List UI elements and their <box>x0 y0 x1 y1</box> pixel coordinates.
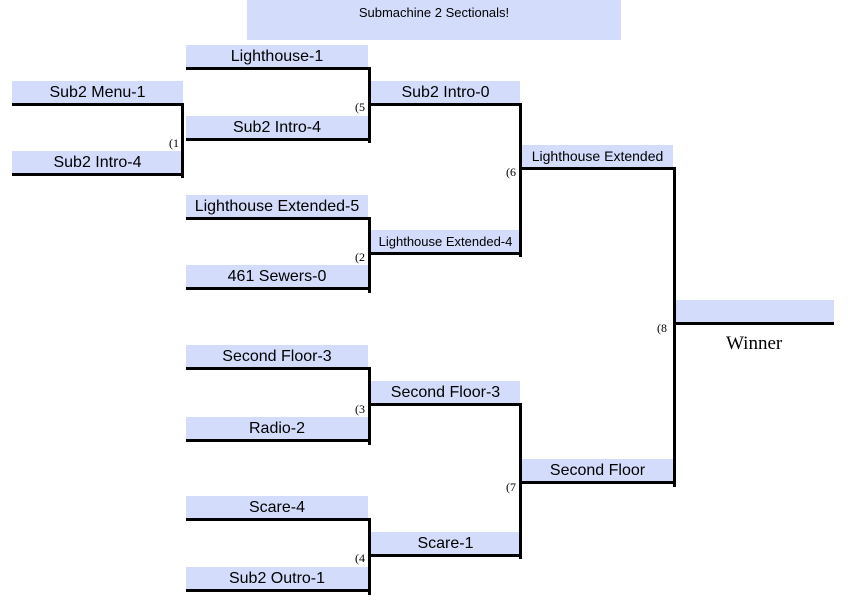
slot-sub2-intro: Sub2 Intro-4 <box>186 116 368 141</box>
connector-match-7 <box>519 403 522 559</box>
match-number-6: (6 <box>506 165 516 179</box>
slot-lighthouse-extended: Lighthouse Extended-5 <box>186 195 368 220</box>
connector-match-3 <box>368 367 371 445</box>
match-number-4: (4 <box>355 551 365 565</box>
slot-r2-lighthouse-extended: Lighthouse Extended-4 <box>371 230 520 255</box>
connector-match-6 <box>519 103 522 257</box>
connector-match-4 <box>368 518 371 595</box>
match-number-1: (1 <box>169 136 179 150</box>
slot-radio: Radio-2 <box>186 417 368 442</box>
match-number-3: (3 <box>355 402 365 416</box>
slot-r2-sub2-intro: Sub2 Intro-0 <box>371 81 520 106</box>
slot-scare: Scare-4 <box>186 496 368 521</box>
connector-match-1 <box>181 103 184 178</box>
slot-r3-lighthouse-extended: Lighthouse Extended <box>522 145 673 170</box>
connector-match-5 <box>368 67 371 143</box>
winner-label: Winner <box>726 333 783 354</box>
slot-r3-second-floor: Second Floor <box>522 459 673 484</box>
slot-r2-second-floor: Second Floor-3 <box>371 381 520 406</box>
match-number-8: (8 <box>657 321 667 335</box>
slot-second-floor: Second Floor-3 <box>186 345 368 370</box>
match-number-2: (2 <box>355 250 365 264</box>
connector-match-8 <box>673 167 676 487</box>
slot-sub2-intro-playin: Sub2 Intro-4 <box>12 151 183 176</box>
slot-461-sewers: 461 Sewers-0 <box>186 265 368 290</box>
match-number-5: (5 <box>355 100 365 114</box>
connector-match-2 <box>368 217 371 293</box>
slot-lighthouse: Lighthouse-1 <box>186 45 368 70</box>
slot-sub2-menu: Sub2 Menu-1 <box>12 81 183 106</box>
bracket-title: Submachine 2 Sectionals! <box>247 0 621 40</box>
slot-champion <box>676 300 834 325</box>
match-number-7: (7 <box>506 480 516 494</box>
slot-r2-scare: Scare-1 <box>371 532 520 557</box>
slot-sub2-outro: Sub2 Outro-1 <box>186 567 368 592</box>
